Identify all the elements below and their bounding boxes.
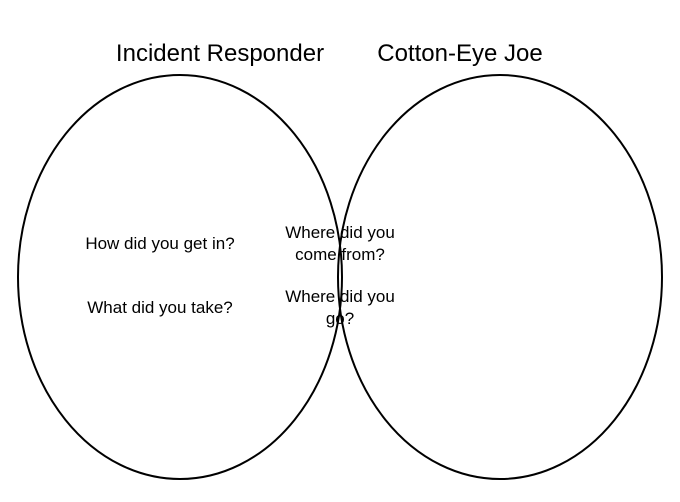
intersection-item-go-line1: Where did you bbox=[285, 287, 395, 306]
intersection-item-go: Where did you go? bbox=[270, 286, 410, 330]
intersection-item-come-from-line1: Where did you bbox=[285, 223, 395, 242]
intersection-item-go-line2: go? bbox=[325, 309, 355, 328]
set-title-incident-responder: Incident Responder bbox=[115, 40, 325, 67]
intersection-item-come-from: Where did you come from? bbox=[270, 222, 410, 266]
left-item-take: What did you take? bbox=[87, 298, 233, 317]
set-title-cotton-eye-joe: Cotton-Eye Joe bbox=[377, 40, 543, 67]
circle-incident-responder bbox=[17, 74, 343, 480]
left-item-get-in: How did you get in? bbox=[85, 234, 235, 253]
intersection-item-come-from-line2: come from? bbox=[295, 245, 385, 264]
circle-cotton-eye-joe bbox=[337, 74, 663, 480]
